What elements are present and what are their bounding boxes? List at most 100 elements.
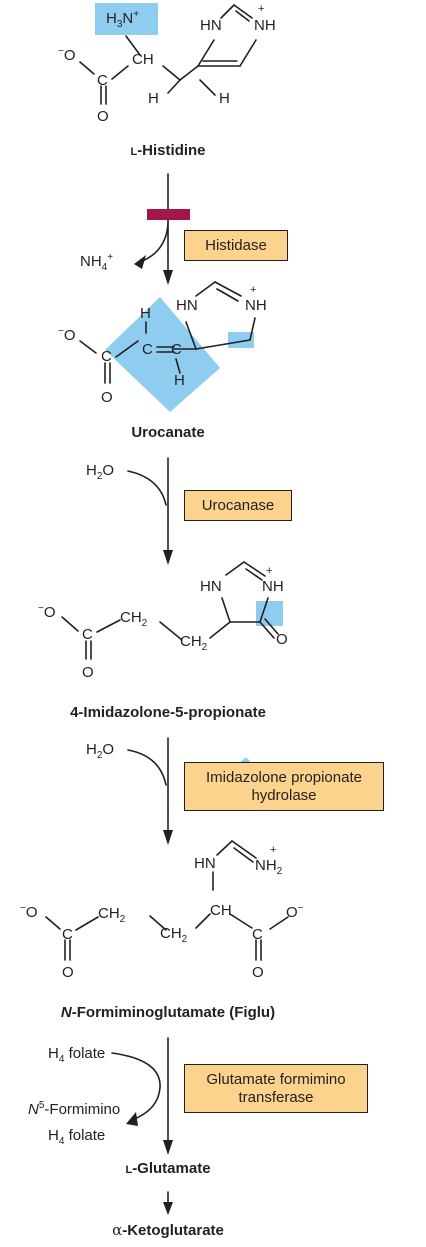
arrowhead: [163, 270, 173, 285]
atom-label: H: [219, 90, 230, 107]
bond: [79, 61, 95, 75]
bond: [199, 79, 216, 96]
side-product-h4-folate: H4 folate: [48, 1127, 106, 1147]
bond: [197, 39, 215, 67]
arrowhead: [163, 550, 173, 565]
atom-label: −O: [58, 326, 76, 344]
atom-label: C: [252, 926, 263, 943]
bond: [239, 39, 257, 67]
atom-label: O: [62, 964, 74, 981]
atom-label: CH2: [120, 609, 148, 629]
atom-label: C: [171, 341, 182, 358]
atom-label: −O: [20, 903, 38, 921]
side-product-ammonium: NH4+: [80, 252, 114, 273]
compound-name-figlu: N-Formiminoglutamate (Figlu): [60, 1004, 276, 1021]
nh4-release-curve: [139, 223, 169, 263]
bond: [167, 79, 181, 94]
metabolic-block-bar: [147, 209, 190, 220]
atom-label: O−: [286, 903, 304, 921]
charge-label: +: [250, 284, 257, 296]
bond: [225, 561, 245, 576]
charge-label: +: [258, 3, 265, 15]
atom-label: HN: [176, 297, 198, 314]
bond: [195, 281, 216, 297]
bond: [175, 358, 181, 374]
bond: [125, 35, 141, 56]
atom-label: NH: [254, 17, 276, 34]
atom-label: O: [252, 964, 264, 981]
double-bond-highlight: [105, 297, 220, 412]
atom-label: H3N+: [106, 9, 140, 30]
bond: [195, 339, 251, 350]
compound-name-imidazolone-propionate: 4-Imidazolone-5-propionate: [70, 704, 266, 721]
bond: [220, 4, 235, 19]
atom-label: NH: [262, 578, 284, 595]
bond: [159, 621, 183, 641]
arrowhead: [163, 1140, 173, 1155]
compound-name-urocanate: Urocanate: [131, 424, 205, 441]
atom-label: NH2: [255, 857, 283, 877]
atom-label: CH2: [98, 905, 126, 925]
folate-exchange-curve: [111, 1052, 161, 1121]
folate-arrowhead: [126, 1112, 138, 1126]
atom-label: C: [62, 926, 73, 943]
charge-label: +: [266, 565, 273, 577]
bond: [115, 340, 139, 358]
bond: [209, 621, 231, 639]
arrowhead: [163, 1202, 173, 1215]
bond: [149, 915, 167, 931]
atom-label: −O: [58, 46, 76, 64]
side-reactant-h4-folate: H4 folate: [48, 1045, 106, 1065]
atom-label: O: [101, 389, 113, 406]
bond: [259, 597, 269, 623]
ring-bond-highlight: [228, 332, 254, 348]
amino-group-highlight: [95, 3, 158, 35]
bond: [162, 65, 181, 81]
bond: [249, 317, 256, 341]
enzyme-urocanase: Urocanase: [184, 490, 292, 521]
atom-label: −O: [38, 603, 56, 621]
compound-name-ketoglutarate: α-Ketoglutarate: [112, 1221, 224, 1240]
bond: [111, 65, 129, 80]
atom-label: CH2: [180, 633, 208, 653]
bond: [259, 621, 275, 639]
water-entry-curve-1: [127, 470, 167, 506]
bond: [229, 913, 253, 929]
side-product-n5-formimino: N5-Formimino: [28, 1100, 121, 1118]
bond: [79, 340, 97, 354]
bond: [231, 840, 257, 859]
atom-label: NH: [245, 297, 267, 314]
atom-label: H: [140, 305, 151, 322]
bond: [179, 65, 199, 81]
enzyme-glutamate-formimino-transferase: Glutamate formimino transferase: [184, 1064, 368, 1113]
atom-label: O: [82, 664, 94, 681]
atom-label: H: [148, 90, 159, 107]
atom-label: C: [142, 341, 153, 358]
arrowhead: [163, 830, 173, 845]
atom-label: CH: [210, 902, 232, 919]
nh4-arrowhead: [134, 255, 146, 269]
enzyme-imidazolone-propionate-hydrolase: Imidazolone propionate hydrolase: [184, 762, 384, 811]
bond: [216, 288, 239, 302]
bond: [264, 618, 279, 635]
bond: [214, 281, 242, 297]
bond: [216, 840, 233, 856]
bond: [45, 916, 61, 930]
side-reactant-water-1: H2O: [86, 462, 115, 482]
bond: [195, 913, 211, 929]
enzyme-histidase: Histidase: [184, 230, 288, 261]
atom-label: C: [97, 72, 108, 89]
atom-label: H: [174, 372, 185, 389]
charge-label: +: [270, 844, 277, 856]
bond: [61, 616, 79, 632]
bond: [96, 619, 121, 633]
bond: [185, 321, 197, 350]
bond: [243, 561, 266, 577]
bond: [75, 916, 99, 931]
compound-name-glutamate: l-Glutamate: [125, 1160, 211, 1177]
bond: [233, 847, 254, 863]
bond: [245, 568, 263, 581]
bond: [235, 10, 250, 22]
